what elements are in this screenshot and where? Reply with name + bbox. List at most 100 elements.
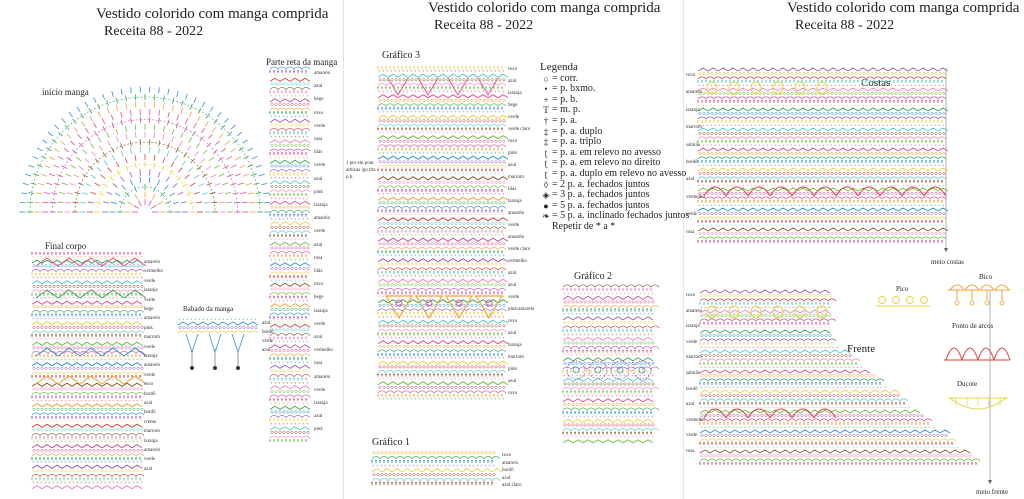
color-label: azul xyxy=(508,79,517,84)
svg-text:+: + xyxy=(274,360,277,364)
legend-item: ʈ= p. a. em relevo no direito xyxy=(540,158,689,169)
color-label: bege xyxy=(508,103,518,108)
svg-text:+: + xyxy=(290,114,293,118)
label-grafico1: Gráfico 1 xyxy=(372,437,411,448)
slip-stitch-icon: • xyxy=(544,84,548,95)
legend-item: ◊= 2 p. a. fechados juntos xyxy=(540,179,689,191)
color-label: azul xyxy=(508,331,517,336)
color-label: verde xyxy=(144,457,156,463)
svg-text:+: + xyxy=(282,360,285,364)
svg-text:+: + xyxy=(270,114,273,118)
panel1-title: Vestido colorido com manga comprida xyxy=(96,6,329,22)
svg-text:+: + xyxy=(290,135,293,139)
svg-text:+: + xyxy=(294,196,297,200)
svg-text:+: + xyxy=(306,299,309,303)
svg-text:+: + xyxy=(306,401,309,405)
legend-item-text: = p. a. triplo xyxy=(552,136,602,148)
svg-text:+: + xyxy=(306,340,309,344)
legend-item: T= m. p. xyxy=(540,105,689,116)
color-label: azul xyxy=(262,321,271,326)
legend-item: ●= 5 p. a. fechados juntos xyxy=(540,199,689,212)
half-double-icon: T xyxy=(543,105,549,116)
svg-text:+: + xyxy=(290,155,293,159)
svg-text:+: + xyxy=(294,114,297,118)
svg-text:+: + xyxy=(302,155,305,159)
svg-text:+: + xyxy=(290,278,293,282)
sleeve-straight-strip: ++++++++++++++++++++++++++++++++++++++++… xyxy=(269,66,311,443)
svg-text:+: + xyxy=(286,258,289,262)
label-ducote: Ducote xyxy=(957,380,978,388)
color-label: pink xyxy=(314,427,323,433)
color-label: amarelo xyxy=(686,308,703,314)
color-label: azul xyxy=(508,379,517,384)
legend-item-text: = p. b. xyxy=(552,93,578,105)
svg-text:+: + xyxy=(286,237,289,241)
color-label: verde xyxy=(314,229,326,235)
svg-text:+: + xyxy=(282,340,285,344)
color-label: marrom xyxy=(144,335,160,341)
color-label: verde xyxy=(144,372,156,378)
svg-text:+: + xyxy=(306,176,309,180)
color-label: azul claro xyxy=(502,483,522,488)
legend-item-text: = 5 p. a. fechados juntos xyxy=(552,199,650,211)
panel-divider xyxy=(683,0,684,499)
svg-text:+: + xyxy=(282,176,285,180)
svg-text:+: + xyxy=(270,278,273,282)
legend-item: †= p. a. xyxy=(540,114,689,127)
color-label: amarelo xyxy=(508,235,525,240)
color-label: bordô xyxy=(686,160,698,165)
svg-text:+: + xyxy=(282,73,285,77)
color-label: verde xyxy=(144,344,156,350)
color-label: azul xyxy=(144,401,153,406)
color-label: rosa xyxy=(686,229,695,235)
svg-text:+: + xyxy=(306,319,309,323)
svg-text:+: + xyxy=(274,217,277,221)
label-grafico2: Gráfico 2 xyxy=(574,271,613,282)
label-pico: Pico xyxy=(896,285,909,293)
svg-text:+: + xyxy=(270,360,273,364)
color-label: marrom xyxy=(686,125,702,131)
svg-text:+: + xyxy=(286,278,289,282)
svg-text:+: + xyxy=(270,196,273,200)
panel-divider xyxy=(343,0,344,499)
svg-text:+: + xyxy=(274,258,277,262)
svg-text:+: + xyxy=(282,278,285,282)
legend-item: ‡= p. a. triplo xyxy=(540,137,689,148)
color-label: bordô xyxy=(144,410,156,416)
svg-text:+: + xyxy=(302,319,305,323)
svg-text:+: + xyxy=(306,278,309,282)
color-label: roxo xyxy=(686,73,696,78)
svg-text:+: + xyxy=(290,94,293,98)
svg-text:+: + xyxy=(294,176,297,180)
svg-text:+: + xyxy=(286,73,289,77)
svg-text:+: + xyxy=(290,258,293,262)
svg-text:+: + xyxy=(274,114,277,118)
color-label: pink xyxy=(144,325,153,331)
color-label: laranja xyxy=(314,203,328,208)
color-label: laranja xyxy=(314,308,328,314)
treble-icon: ‡ xyxy=(543,126,549,137)
color-label: laranja xyxy=(144,354,158,359)
svg-text:+: + xyxy=(294,340,297,344)
svg-text:+: + xyxy=(294,401,297,405)
svg-text:+: + xyxy=(290,401,293,405)
panel3-title: Vestido colorido com manga comprida xyxy=(787,0,1020,16)
svg-text:+: + xyxy=(278,237,281,241)
color-label: bordô xyxy=(502,468,514,473)
color-label: roxo xyxy=(686,293,696,298)
color-label: amarelo xyxy=(314,374,331,380)
svg-text:+: + xyxy=(294,299,297,303)
svg-text:+: + xyxy=(298,73,301,77)
svg-text:+: + xyxy=(306,94,309,98)
single-crochet-icon: + xyxy=(543,94,549,105)
svg-text:+: + xyxy=(274,381,277,385)
color-label: marrom xyxy=(508,355,524,360)
color-label: azul xyxy=(314,176,323,182)
chain-stitch-icon: ○ xyxy=(543,73,549,84)
panel1-subtitle: Receita 88 - 2022 xyxy=(104,24,204,39)
label-costas: Costas xyxy=(861,77,891,89)
svg-text:+: + xyxy=(274,135,277,139)
color-label: bordô xyxy=(144,391,156,397)
legend-item-text: = p. a. xyxy=(552,114,578,126)
